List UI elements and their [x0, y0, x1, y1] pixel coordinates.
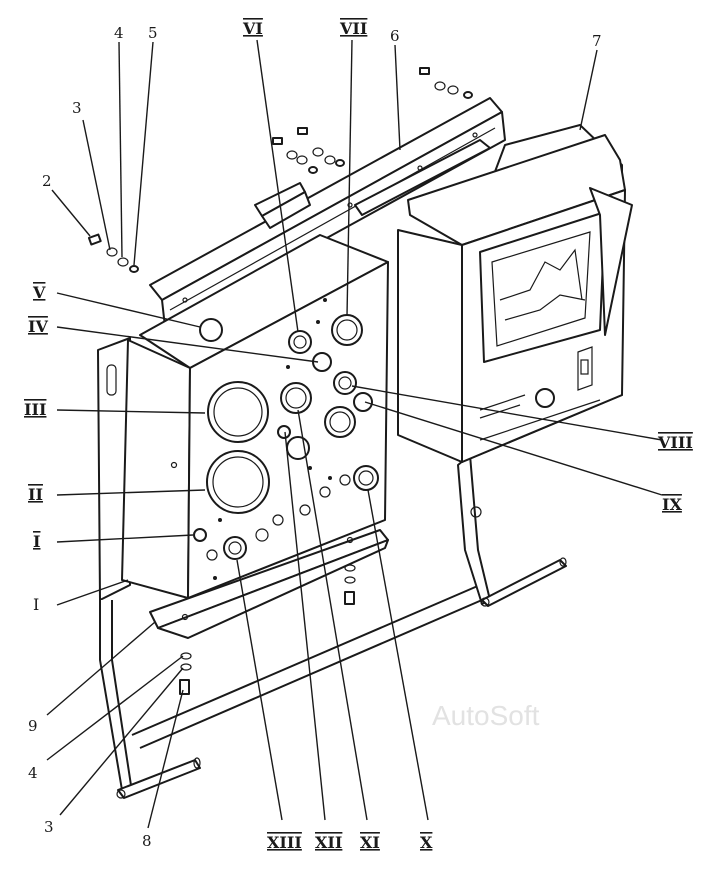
watermark-text: AutoSoft [432, 700, 540, 731]
label-VII: VII [339, 19, 367, 38]
label-4-top: 4 [114, 24, 124, 42]
base-plate-9 [149, 529, 389, 639]
label-8: 8 [142, 832, 152, 850]
label-9: 9 [28, 717, 38, 735]
label-XII: XII [315, 833, 342, 852]
label-V: V [32, 283, 46, 302]
label-7: 7 [592, 32, 602, 50]
label-IX: IX [662, 495, 682, 514]
leader-lines [46, 39, 663, 829]
fasteners [87, 67, 473, 695]
callout-labels: 2 3 4 5 6 7 VI VII V IV III II I I 9 4 3… [24, 19, 693, 852]
label-XI: XI [360, 833, 380, 852]
label-I-bar: I [33, 532, 40, 551]
label-VI: VI [242, 19, 263, 38]
main-panel-box [121, 234, 389, 599]
label-XIII: XIII [267, 833, 302, 852]
label-4-bottom: 4 [28, 764, 38, 782]
label-X: X [420, 833, 433, 852]
label-VIII: VIII [657, 433, 693, 452]
label-3-top: 3 [72, 99, 82, 117]
label-6: 6 [390, 27, 400, 45]
label-II: II [28, 485, 43, 504]
label-IV: IV [28, 317, 48, 336]
label-I-plain: I [33, 595, 39, 614]
label-5: 5 [148, 24, 158, 42]
label-III: III [24, 400, 46, 419]
label-2: 2 [42, 172, 52, 190]
cabinet-7 [397, 124, 633, 463]
label-3-bottom: 3 [44, 818, 54, 836]
